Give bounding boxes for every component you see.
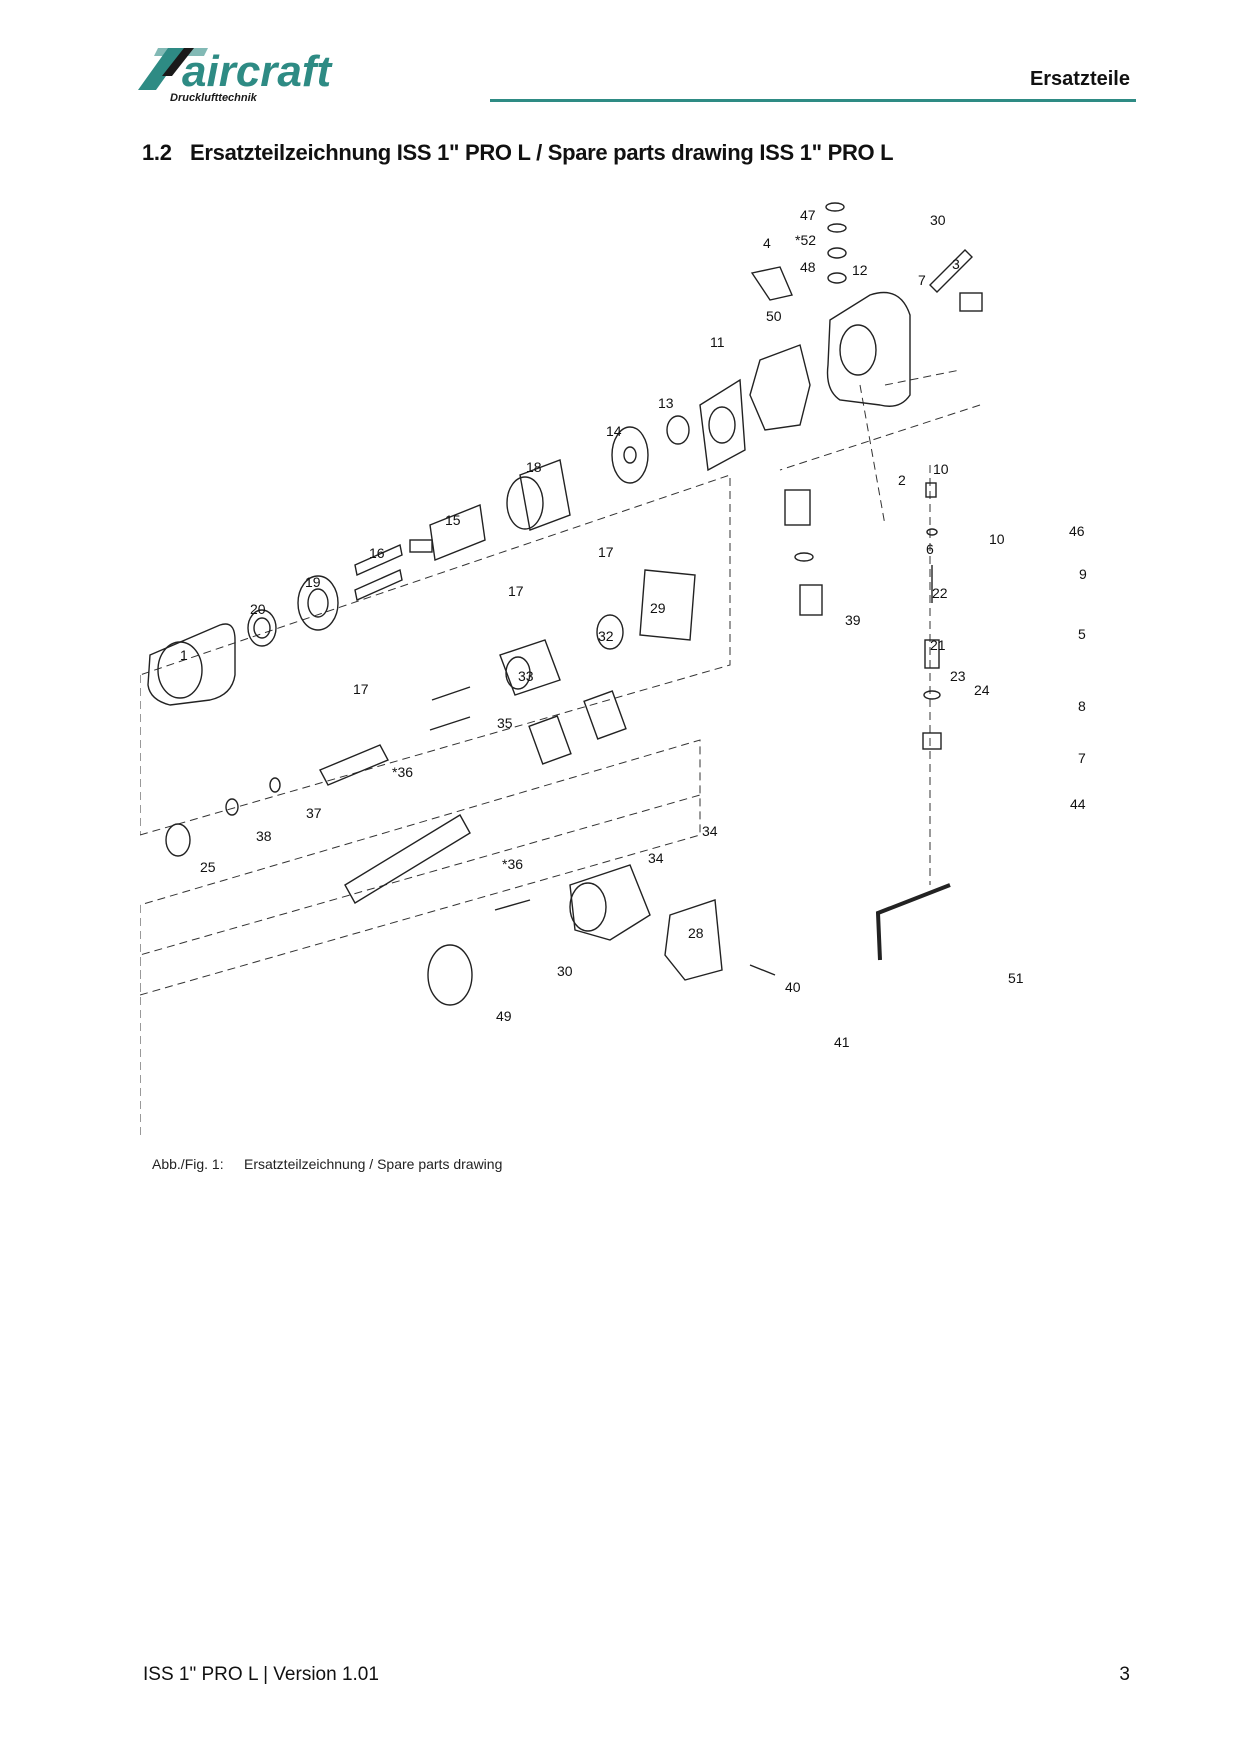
part-label: 13 xyxy=(658,395,674,411)
part-labels: 27 47 *52 48 4 12 30 3 7 50 11 13 14 2 1… xyxy=(180,179,1087,1050)
section-number: 1.2 xyxy=(142,140,172,165)
part-label: 21 xyxy=(930,637,946,653)
figure-caption: Abb./Fig. 1: Ersatzteilzeichnung / Spare … xyxy=(152,1156,502,1172)
part-label: 50 xyxy=(766,308,782,324)
part-shapes xyxy=(139,202,983,1135)
part-label: 23 xyxy=(950,668,966,684)
part-label: 2 xyxy=(898,472,906,488)
part-label: 34 xyxy=(702,823,718,839)
part-label: 1 xyxy=(180,647,188,663)
part-label: 6 xyxy=(926,541,934,557)
section-name: Ersatzteile xyxy=(1029,68,1130,90)
part-label: 20 xyxy=(250,601,266,617)
part-label: 37 xyxy=(306,805,322,821)
part-label: 4 xyxy=(763,235,771,251)
section-title: Ersatzteilzeichnung ISS 1" PRO L / Spare… xyxy=(190,140,894,165)
part-label: 17 xyxy=(598,544,614,560)
part-label: 5 xyxy=(1078,626,1086,642)
part-label: 33 xyxy=(518,668,534,684)
page-number: 3 xyxy=(1119,1664,1130,1685)
part-label: 35 xyxy=(497,715,513,731)
part-label: 22 xyxy=(932,585,948,601)
part-label: 24 xyxy=(974,682,990,698)
part-label: 16 xyxy=(369,545,385,561)
part-label: 10 xyxy=(989,531,1005,547)
figure-label: Abb./Fig. 1: xyxy=(152,1156,224,1172)
part-label: 19 xyxy=(305,574,321,590)
part-label: 3 xyxy=(952,256,960,272)
aircraft-logo: aircraft Drucklufttechnik xyxy=(138,44,378,106)
part-label: 30 xyxy=(930,212,946,228)
part-label: *52 xyxy=(795,232,816,248)
header-rule xyxy=(490,99,1136,102)
part-label: 7 xyxy=(1078,750,1086,766)
part-label: 40 xyxy=(785,979,801,995)
logo-mark: aircraft Drucklufttechnik xyxy=(138,47,334,104)
part-label: 38 xyxy=(256,828,272,844)
footer-document-info: ISS 1" PRO L | Version 1.01 xyxy=(143,1664,379,1685)
part-label: 32 xyxy=(598,628,614,644)
part-label: 28 xyxy=(688,925,704,941)
svg-text:aircraft: aircraft xyxy=(182,47,334,96)
part-label: 7 xyxy=(918,272,926,288)
part-label: 25 xyxy=(200,859,216,875)
part-label: 8 xyxy=(1078,698,1086,714)
part-label: 29 xyxy=(650,600,666,616)
part-label: *36 xyxy=(502,856,523,872)
page-title: 1.2 Ersatzteilzeichnung ISS 1" PRO L / Sp… xyxy=(142,140,894,166)
part-label: 12 xyxy=(852,262,868,278)
part-label: 39 xyxy=(845,612,861,628)
part-label: 46 xyxy=(1069,523,1085,539)
figure-caption-text: Ersatzteilzeichnung / Spare parts drawin… xyxy=(244,1156,503,1172)
part-label: *36 xyxy=(392,764,413,780)
part-label: 49 xyxy=(496,1008,512,1024)
part-label: 15 xyxy=(445,512,461,528)
part-label: 11 xyxy=(710,334,725,350)
svg-text:Drucklufttechnik: Drucklufttechnik xyxy=(170,92,258,104)
part-label: 30 xyxy=(557,963,573,979)
part-label: 17 xyxy=(508,583,524,599)
part-label: 34 xyxy=(648,850,664,866)
part-label: 41 xyxy=(834,1034,850,1050)
part-label: 10 xyxy=(933,461,949,477)
part-label: 48 xyxy=(800,259,816,275)
part-label: 14 xyxy=(606,423,622,439)
part-label: 9 xyxy=(1079,566,1087,582)
part-label: 17 xyxy=(353,681,369,697)
part-label: 51 xyxy=(1008,970,1024,986)
part-label: 18 xyxy=(526,459,542,475)
spare-parts-drawing: 27 47 *52 48 4 12 30 3 7 50 11 13 14 2 1… xyxy=(139,179,1100,1135)
spare-parts-svg: 27 47 *52 48 4 12 30 3 7 50 11 13 14 2 1… xyxy=(139,179,1087,1135)
part-label: 44 xyxy=(1070,796,1086,812)
part-label: 47 xyxy=(800,207,816,223)
